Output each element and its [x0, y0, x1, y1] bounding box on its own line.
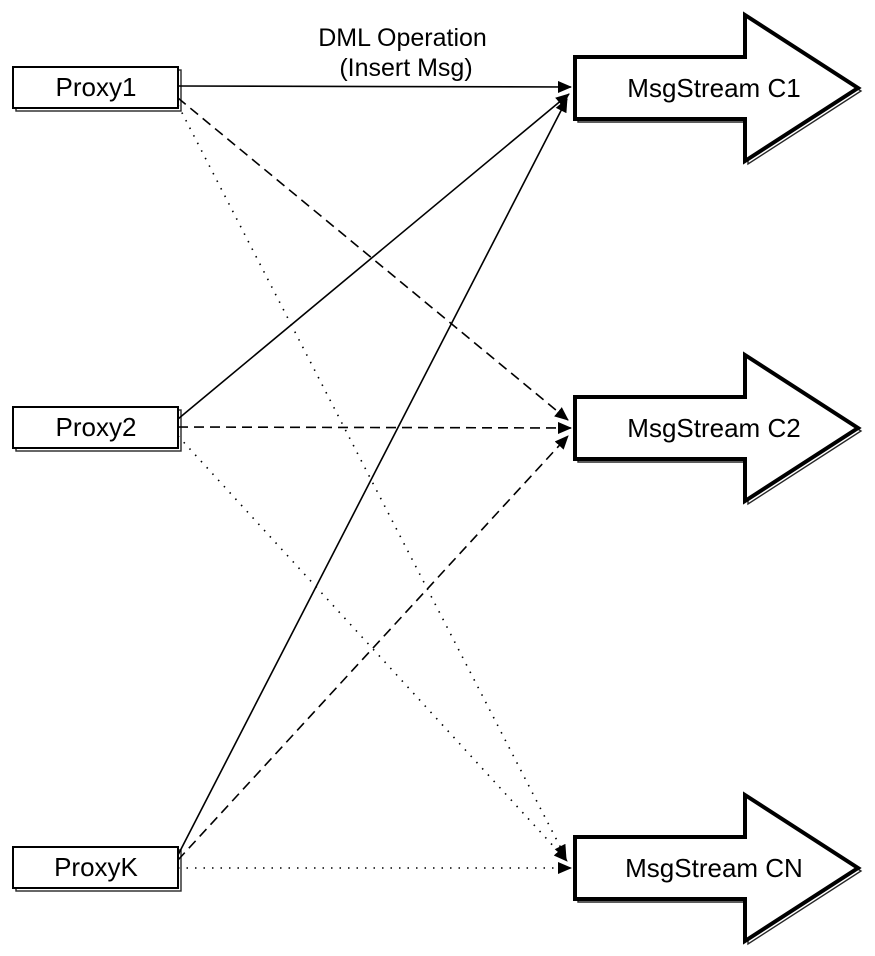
node-proxy1: Proxy1 — [12, 66, 182, 112]
msgstream-c2-shape — [573, 351, 862, 505]
proxy1-label: Proxy1 — [56, 72, 137, 102]
proxyk-label: ProxyK — [54, 852, 138, 882]
diagram-title-line1: DML Operation — [318, 24, 487, 52]
edge-proxy1-to-c1 — [177, 80, 572, 93]
node-msgstream-c1: MsgStream C1 — [573, 11, 863, 166]
edge-proxy1-to-c2 — [177, 97, 569, 421]
proxy2-label: Proxy2 — [56, 412, 137, 442]
edge-proxy1-to-cn — [177, 104, 567, 859]
edge-proxy2-to-c1 — [177, 93, 570, 420]
edge-proxyk-to-c2 — [177, 435, 569, 861]
node-proxy2: Proxy2 — [12, 406, 182, 452]
proxyk-box — [12, 846, 179, 889]
diagram-title: DML Operation (Insert Msg) — [318, 24, 494, 82]
diagram-title-line2: (Insert Msg) — [339, 54, 472, 82]
node-msgstream-cn: MsgStream CN — [573, 791, 863, 946]
msgstream-c1-shape — [573, 11, 862, 165]
msgstream-c2-label: MsgStream C2 — [627, 413, 800, 443]
proxy2-box — [12, 406, 179, 449]
edge-proxyk-to-c1 — [177, 98, 568, 856]
edge-proxy2-to-c2 — [177, 421, 572, 434]
node-msgstream-c2: MsgStream C2 — [573, 351, 863, 506]
msgstream-c1-label: MsgStream C1 — [627, 73, 800, 103]
proxy1-box — [12, 66, 179, 109]
node-proxyk: ProxyK — [12, 846, 182, 892]
msgstream-cn-label: MsgStream CN — [625, 853, 803, 883]
msgstream-cn-shape — [573, 791, 862, 945]
edges-layer — [177, 80, 572, 874]
